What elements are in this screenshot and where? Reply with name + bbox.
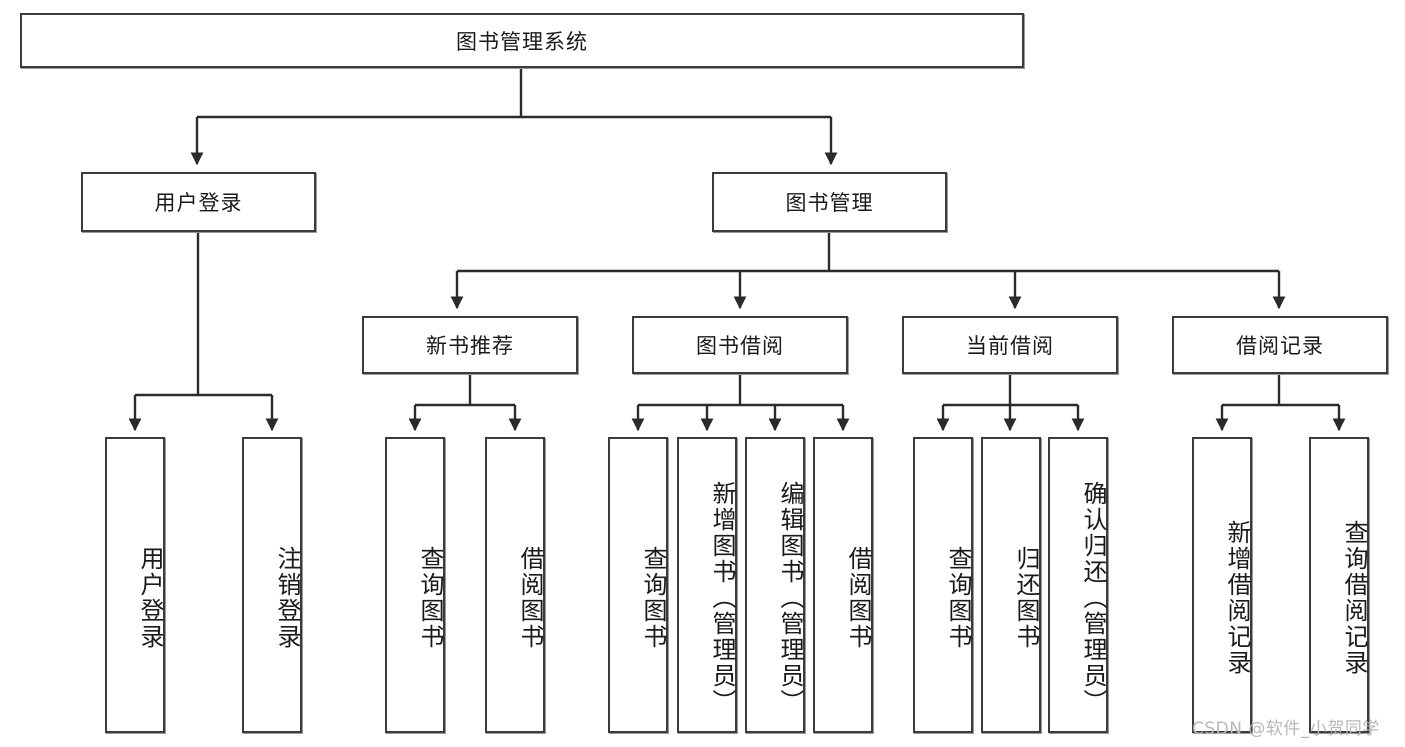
leaf-newbook-query-book-label: 查询图书 (416, 546, 444, 650)
leaf-record-query[interactable]: 查询借阅记录 (1309, 437, 1369, 733)
leaf-borrow-borrow-book[interactable]: 借阅图书 (813, 437, 873, 733)
leaf-record-add-label: 新增借阅记录 (1223, 520, 1251, 676)
leaf-user-login[interactable]: 用户登录 (105, 437, 165, 733)
node-user-login-label: 用户登录 (154, 191, 243, 215)
leaf-newbook-query-book[interactable]: 查询图书 (385, 437, 445, 733)
leaf-borrow-edit-book-label: 编辑图书（管理员） (776, 481, 804, 715)
node-root[interactable]: 图书管理系统 (20, 13, 1024, 68)
leaf-current-confirm-return[interactable]: 确认归还（管理员） (1048, 437, 1108, 733)
leaf-borrow-add-book-label: 新增图书（管理员） (708, 481, 736, 715)
node-current-borrow-label: 当前借阅 (966, 334, 1054, 358)
leaf-current-confirm-return-label: 确认归还（管理员） (1079, 481, 1107, 715)
node-borrow-record[interactable]: 借阅记录 (1172, 316, 1388, 374)
leaf-borrow-query-book[interactable]: 查询图书 (608, 437, 668, 733)
leaf-newbook-borrow-book[interactable]: 借阅图书 (485, 437, 545, 733)
node-book-borrow[interactable]: 图书借阅 (632, 316, 848, 374)
leaf-borrow-borrow-book-label: 借阅图书 (844, 546, 872, 650)
node-current-borrow[interactable]: 当前借阅 (902, 316, 1118, 374)
leaf-current-return-book-label: 归还图书 (1012, 546, 1040, 650)
node-new-book-recommend[interactable]: 新书推荐 (362, 316, 578, 374)
node-user-login[interactable]: 用户登录 (81, 172, 316, 232)
leaf-current-return-book[interactable]: 归还图书 (981, 437, 1041, 733)
leaf-record-add[interactable]: 新增借阅记录 (1192, 437, 1252, 733)
watermark: CSDN @软件_小贺同学 (1192, 719, 1380, 739)
leaf-logout[interactable]: 注销登录 (242, 437, 302, 733)
node-borrow-record-label: 借阅记录 (1236, 334, 1324, 358)
leaf-current-query-book-label: 查询图书 (944, 546, 972, 650)
leaf-user-login-label: 用户登录 (136, 546, 164, 650)
leaf-current-query-book[interactable]: 查询图书 (913, 437, 973, 733)
leaf-record-query-label: 查询借阅记录 (1340, 520, 1368, 676)
leaf-borrow-edit-book[interactable]: 编辑图书（管理员） (745, 437, 805, 733)
node-book-management-label: 图书管理 (785, 191, 874, 215)
node-root-label: 图书管理系统 (456, 29, 588, 54)
leaf-borrow-add-book[interactable]: 新增图书（管理员） (677, 437, 737, 733)
node-book-management[interactable]: 图书管理 (712, 172, 947, 232)
leaf-logout-label: 注销登录 (273, 546, 301, 650)
node-new-book-recommend-label: 新书推荐 (426, 334, 514, 358)
leaf-newbook-borrow-book-label: 借阅图书 (516, 546, 544, 650)
leaf-borrow-query-book-label: 查询图书 (639, 546, 667, 650)
node-book-borrow-label: 图书借阅 (696, 334, 784, 358)
